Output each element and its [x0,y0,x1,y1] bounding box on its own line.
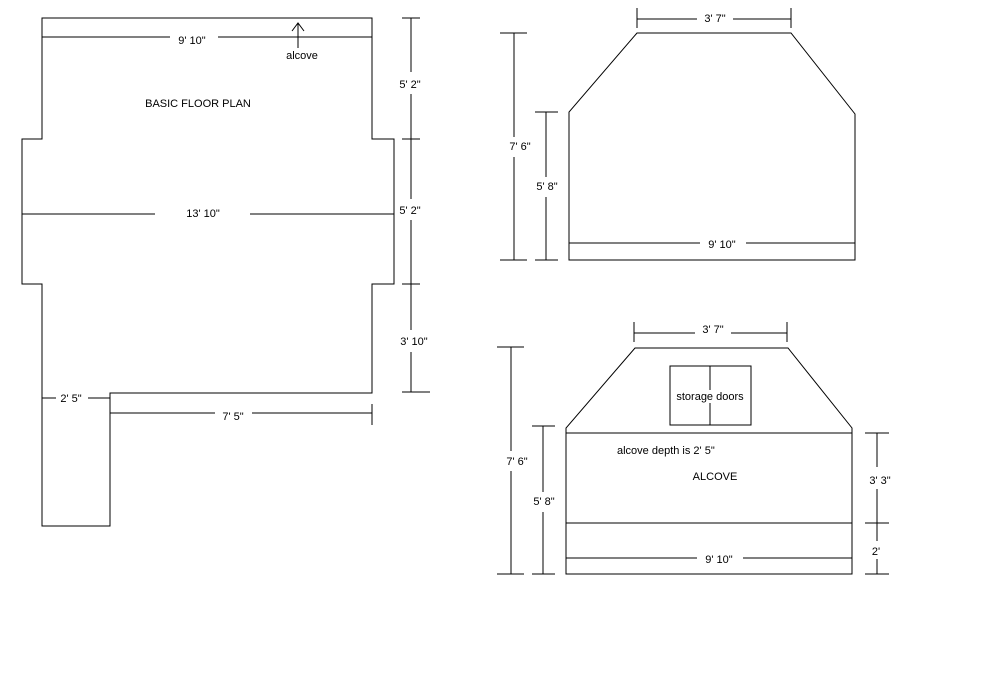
dim-right-middle-label: 5' 2" [399,205,420,217]
dim-top-width-label: 9' 10" [178,35,206,47]
dim-bottom-left-label: 2' 5" [60,393,81,405]
floor-plan-outline [21,17,395,527]
wall-alcove-dim-right-lower-label: 2' [872,546,880,558]
basic-floor-plan: 9' 10" alcove BASIC FLOOR PLAN 13' 10" 5… [21,17,430,527]
wall-alcove-outline [565,347,853,575]
wall-top-dim-bottom-label: 9' 10" [708,239,736,251]
alcove-pointer-label: alcove [286,50,318,62]
wall-top-outline [568,32,856,261]
dim-right-bottom-label: 3' 10" [400,336,428,348]
wall-alcove-dim-top-label: 3' 7" [702,324,723,336]
dim-bottom-right-label: 7' 5" [222,411,243,423]
wall-alcove-dim-inner-label: 5' 8" [533,496,554,508]
wall-top-dim-top-label: 3' 7" [704,13,725,25]
wall-alcove-dim-right-upper-label: 3' 3" [869,475,890,487]
dim-middle-width-label: 13' 10" [186,208,220,220]
dim-right-top-label: 5' 2" [399,79,420,91]
wall-alcove-dim-bottom-label: 9' 10" [705,554,733,566]
wall-top-dim-inner-label: 5' 8" [536,181,557,193]
wall-elevation-alcove: storage doors alcove depth is 2' 5" ALCO… [497,322,891,575]
storage-doors-label: storage doors [676,391,744,403]
wall-alcove-dim-outer-label: 7' 6" [506,456,527,468]
alcove-label: ALCOVE [693,471,738,483]
wall-top-dim-outer-label: 7' 6" [509,141,530,153]
alcove-depth-note: alcove depth is 2' 5" [617,445,715,457]
wall-elevation-top: 3' 7" 7' 6" 5' 8" 9' 10" [500,8,856,261]
floor-plan-title: BASIC FLOOR PLAN [145,98,251,110]
alcove-arrow-head [291,22,305,32]
